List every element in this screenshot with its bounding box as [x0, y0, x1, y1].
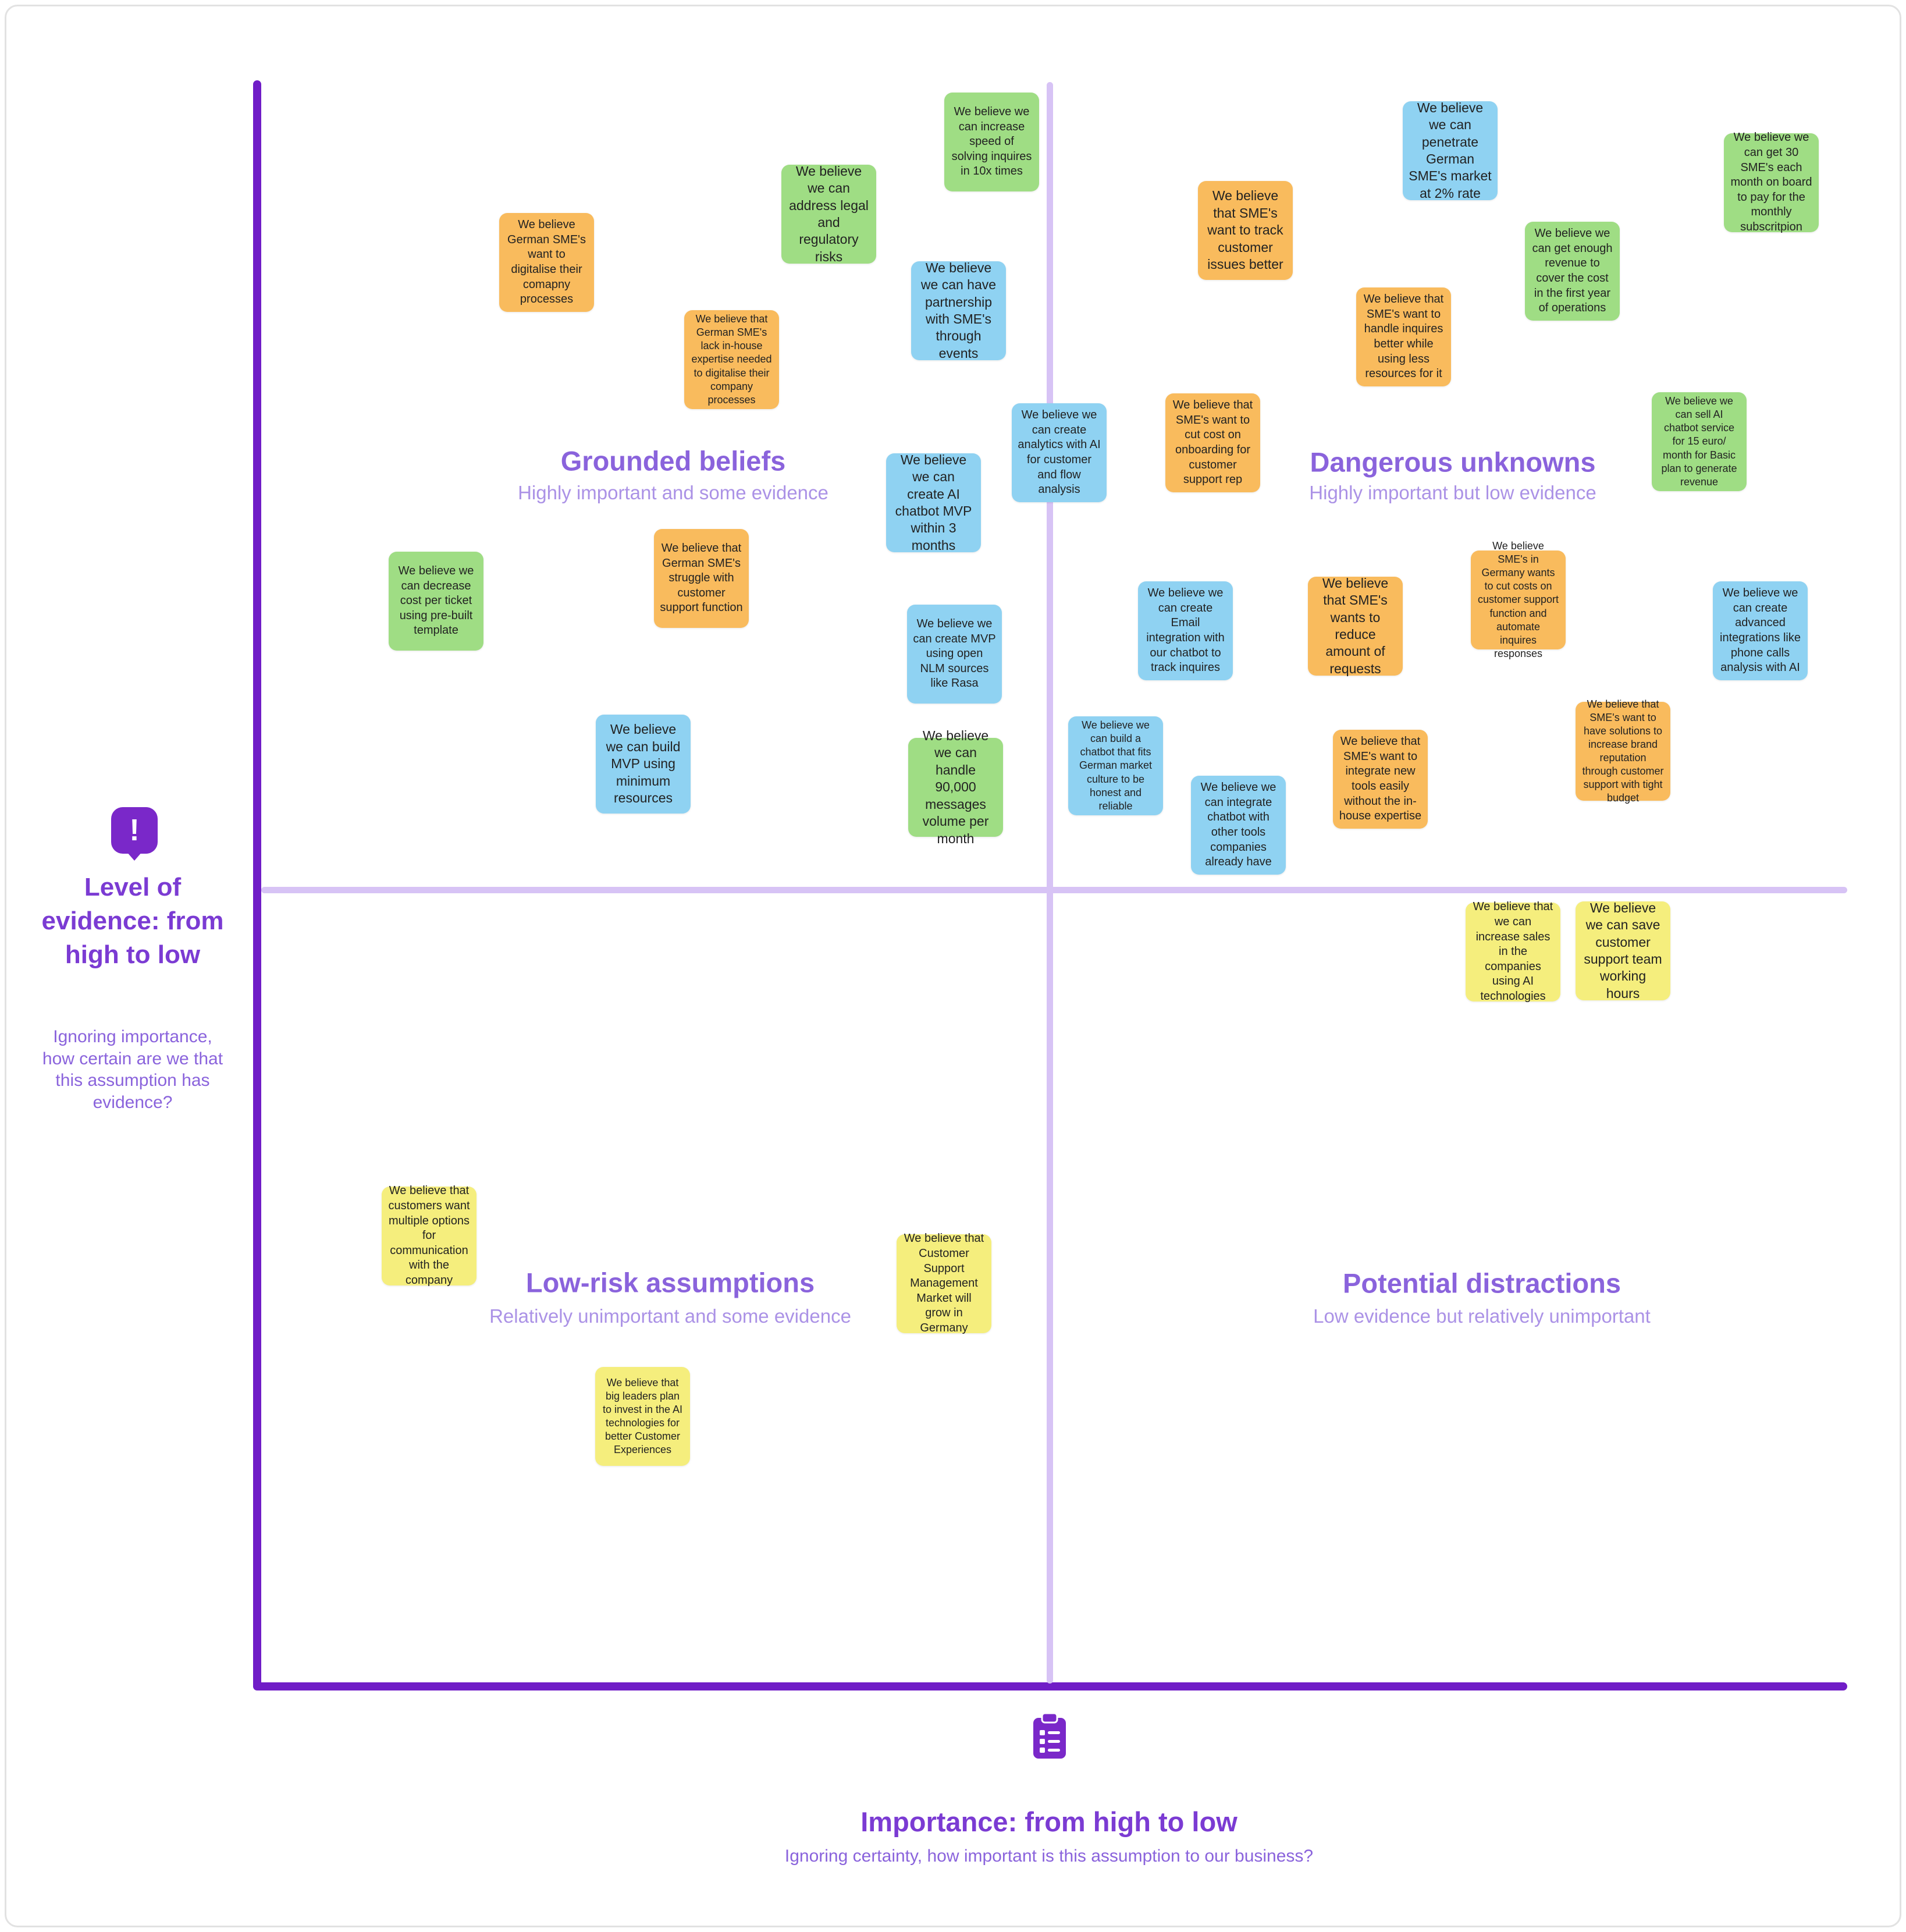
assumption-map-board: Grounded beliefs Highly important and so… [6, 6, 1900, 1926]
sticky-note[interactable]: We believe we can create AI chatbot MVP … [886, 452, 981, 553]
exclamation-icon: ! [111, 807, 158, 861]
quadrant-subtitle-grounded-beliefs: Highly important and some evidence [518, 482, 828, 503]
clipboard-icon [1033, 1712, 1066, 1759]
sticky-note[interactable]: We believe we can decrease cost per tick… [389, 552, 483, 651]
sticky-note[interactable]: We believe we can get 30 SME's each mont… [1724, 131, 1819, 233]
sticky-note[interactable]: We believe we can get enough revenue to … [1525, 222, 1620, 321]
sticky-note[interactable]: We believe that SME's want to track cust… [1198, 181, 1293, 280]
sticky-note[interactable]: We believe we can sell AI chatbot servic… [1652, 392, 1747, 491]
y-axis-heading: Level of evidence: from high to low [41, 873, 224, 969]
sticky-note[interactable]: We believe we can create MVP using open … [907, 605, 1002, 704]
quadrant-title-low-risk-assumptions: Low-risk assumptions [525, 1267, 815, 1298]
sticky-note[interactable]: We believe German SME's want to digitali… [499, 213, 594, 312]
sticky-note[interactable]: We believe we can build a chatbot that f… [1068, 716, 1163, 815]
quadrant-title-dangerous-unknowns: Dangerous unknowns [1310, 446, 1596, 478]
quadrant-divider-vertical [1047, 82, 1053, 1684]
sticky-note[interactable]: We believe that German SME's struggle wi… [654, 529, 749, 628]
sticky-note[interactable]: We believe that we can increase sales in… [1466, 900, 1560, 1003]
sticky-note[interactable]: We believe we can increase speed of solv… [944, 93, 1039, 191]
sticky-note[interactable]: We believe that SME's wants to reduce am… [1308, 576, 1403, 676]
quadrant-title-grounded-beliefs: Grounded beliefs [560, 445, 786, 477]
sticky-note[interactable]: We believe we can have partnership with … [911, 260, 1006, 361]
sticky-note[interactable]: We believe we can integrate chatbot with… [1191, 776, 1286, 875]
sticky-note[interactable]: We believe we can save customer support … [1576, 900, 1670, 1001]
sticky-note[interactable]: We believe we can create Email integrati… [1138, 581, 1233, 680]
sticky-note[interactable]: We believe that German SME's lack in-hou… [684, 310, 779, 409]
sticky-note[interactable]: We believe we can create advanced integr… [1713, 581, 1808, 680]
sticky-note[interactable]: We believe we can handle 90,000 messages… [908, 728, 1003, 846]
sticky-note[interactable]: We believe SME's in Germany wants to cut… [1471, 540, 1566, 659]
sticky-note[interactable]: We believe that SME's want to cut cost o… [1165, 393, 1260, 492]
quadrant-subtitle-potential-distractions: Low evidence but relatively unimportant [1313, 1305, 1651, 1327]
y-axis-description: Ignoring importance, how certain are we … [42, 1027, 223, 1112]
quadrant-title-potential-distractions: Potential distractions [1343, 1267, 1621, 1299]
exclamation-glyph: ! [129, 814, 140, 847]
sticky-note[interactable]: We believe that customers want multiple … [382, 1184, 477, 1287]
sticky-note[interactable]: We believe we can build MVP using minimu… [596, 715, 691, 814]
y-axis-line [253, 80, 261, 1690]
quadrant-divider-horizontal [261, 887, 1847, 893]
sticky-note[interactable]: We believe that Customer Support Managem… [897, 1232, 991, 1334]
board-frame: Grounded beliefs Highly important and so… [5, 5, 1901, 1927]
quadrant-subtitle-low-risk-assumptions: Relatively unimportant and some evidence [489, 1305, 851, 1327]
sticky-note[interactable]: We believe that big leaders plan to inve… [595, 1367, 690, 1466]
quadrant-subtitle-dangerous-unknowns: Highly important but low evidence [1309, 482, 1596, 503]
sticky-note[interactable]: We believe that SME's want to integrate … [1333, 730, 1428, 829]
sticky-note[interactable]: We believe we can create analytics with … [1012, 403, 1107, 502]
sticky-note[interactable]: We believe we can address legal and regu… [781, 164, 876, 264]
sticky-note[interactable]: We believe that SME's want to handle inq… [1356, 287, 1451, 386]
sticky-note[interactable]: We believe we can penetrate German SME's… [1403, 100, 1498, 201]
x-axis-description: Ignoring certainty, how important is thi… [784, 1846, 1314, 1866]
sticky-note[interactable]: We believe that SME's want to have solut… [1576, 698, 1670, 804]
x-axis-heading: Importance: from high to low [860, 1806, 1238, 1837]
x-axis-line [253, 1682, 1847, 1690]
